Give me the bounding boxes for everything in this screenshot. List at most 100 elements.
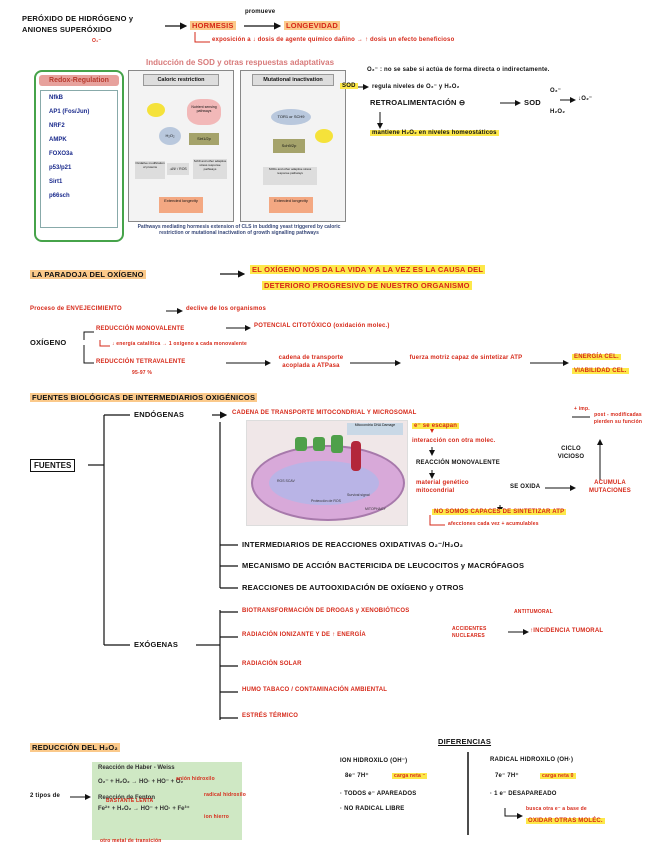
- sod-o2-down: ↓O₂⁻: [578, 95, 592, 102]
- redox-item: p53/p21: [49, 165, 109, 171]
- reduccion-mono-sub: ↓ energía catalítica → 1 oxígeno a cada …: [112, 341, 247, 347]
- acumula-mutaciones: ACUMULA MUTACIONES: [580, 479, 640, 495]
- reactions-box: Reacción de Haber - Weiss O₂⁻ + H₂O₂ → H…: [92, 762, 242, 840]
- fenton-note-2: otro metal de transición: [100, 838, 161, 844]
- reaccion-mono-label: REACCIÓN MONOVALENTE: [416, 460, 500, 466]
- mitochondria-figure: Mitocondria DNA Damage Protección de ROS…: [246, 420, 408, 526]
- hormesis-figure: Inducción de SOD y otras respuestas adap…: [30, 58, 348, 248]
- panel-caloric-restriction: Caloric restriction Nutrient sensing pat…: [128, 70, 234, 222]
- figure-title: Inducción de SOD y otras respuestas adap…: [130, 58, 350, 67]
- note-mantiene: mantiene H₂O₂ en niveles homeostáticos: [370, 130, 499, 136]
- promueve-label: promueve: [245, 9, 275, 15]
- left-node-5: Sch9 and other adaptive stress response …: [193, 159, 227, 179]
- no-somos-capaces: NO SOMOS CAPACES DE SINTETIZAR ATP: [432, 509, 566, 515]
- mito-label-0: Mitocondria DNA Damage: [347, 423, 403, 435]
- right-node-3: Extended longevity: [269, 197, 313, 213]
- exo-item-2: RADIACIÓN SOLAR: [242, 661, 302, 667]
- left-node-2: Sirt1/2p: [189, 133, 219, 145]
- left-node-0: Nutrient sensing pathways: [187, 99, 221, 125]
- complex-icon-1: [295, 437, 307, 451]
- haber-note-1: anión hidroxilo: [176, 776, 215, 782]
- ion-hidroxilo-title: ION HIDROXILO (OH⁻): [340, 757, 407, 764]
- redox-item: p66sch: [49, 193, 109, 199]
- viabilidad-cel: VIABILIDAD CEL.: [572, 368, 629, 374]
- haber-equation: O₂⁻ + H₂O₂ → HO· + HO⁻ + O₂: [92, 774, 242, 785]
- right-node-2: SODs and other adaptive stress response …: [263, 167, 317, 185]
- accidentes-label: ACCIDENTES NUCLEARES: [452, 626, 506, 640]
- panel-right-title: Mutational inactivation: [252, 74, 334, 86]
- endo-item-1: MECANISMO DE ACCIÓN BACTERICIDA DE LEUCO…: [242, 561, 524, 570]
- reduccion-title: REDUCCIÓN DEL H₂O₂: [30, 743, 120, 752]
- afecciones-label: afecciones cada vez + acumulables: [448, 521, 539, 527]
- longevidad-label: LONGEVIDAD: [284, 21, 340, 30]
- se-oxida: SE OXIDA: [510, 484, 540, 490]
- note-sod-regula: regula niveles de O₂⁻ y H₂O₂: [372, 83, 459, 90]
- radical-hidroxilo-1: 7e⁻ 7H⁺: [495, 772, 519, 779]
- haber-note-2: radical hidroxilo: [204, 792, 246, 798]
- paradoja-line1: EL OXÍGENO NOS DA LA VIDA Y A LA VEZ ES …: [250, 265, 485, 274]
- endogenas-label: ENDÓGENAS: [134, 410, 184, 419]
- radical-hidroxilo-1b: carga neta 0: [540, 773, 576, 779]
- top-left-line2: ANIONES SUPERÓXIDO: [22, 25, 112, 34]
- ion-hidroxilo-1b: carga neta ⁻: [392, 773, 427, 779]
- reduccion-monovalente: REDUCCIÓN MONOVALENTE: [96, 326, 184, 332]
- left-node-4: ↓ΔΨ / ROS: [167, 163, 189, 175]
- haber-title: Reacción de Haber - Weiss: [92, 762, 242, 774]
- exo-item-0: BIOTRANSFORMACIÓN DE DROGAS y XENOBIÓTIC…: [242, 608, 409, 614]
- endo-item-2: REACCIONES DE AUTOOXIDACIÓN DE OXÍGENO y…: [242, 583, 464, 592]
- ion-hidroxilo-1: 8e⁻ 7H⁺: [345, 772, 369, 779]
- redox-item: FOXO3a: [49, 151, 109, 157]
- note-sod: SOD: [340, 83, 358, 89]
- ciclo-vicioso: CICLO VICIOSO: [556, 445, 586, 461]
- paradoja-line2: DETERIORO PROGRESIVO DE NUESTRO ORGANISM…: [262, 281, 472, 290]
- mito-label-4: MITOPHAGY: [365, 507, 386, 511]
- right-node-1: Sch9/2p: [273, 139, 305, 153]
- retroalimentacion-label: RETROALIMENTACIÓN ⊖: [370, 98, 465, 107]
- exo-item-3: HUMO TABACO / CONTAMINACIÓN AMBIENTAL: [242, 687, 387, 693]
- ros-burst-icon-right: [315, 129, 333, 143]
- sod-h2o2: H₂O₂: [550, 109, 565, 115]
- ros-burst-icon: [147, 103, 165, 117]
- top-left-sub: O₂⁻: [92, 38, 101, 44]
- sod-label: SOD: [524, 98, 541, 107]
- reduccion-tipos: 2 tipos de: [30, 793, 60, 799]
- exogenas-label: EXÓGENAS: [134, 640, 178, 649]
- proceso-envejecimiento: Proceso de ENVEJECIMIENTO: [30, 306, 122, 312]
- left-node-6: Extended longevity: [159, 197, 203, 213]
- exo-item-4: ESTRÉS TÉRMICO: [242, 713, 298, 719]
- incidencia-label: ↑INCIDENCIA TUMORAL: [530, 628, 603, 634]
- top-left-line1: PERÓXIDO DE HIDRÓGENO y: [22, 14, 133, 23]
- radical-hidroxilo-3: busca otra e⁻ a base de: [526, 806, 587, 812]
- diferencias-title: DIFERENCIAS: [438, 737, 491, 746]
- hormesis-label: HORMESIS: [190, 21, 236, 30]
- redox-list: NfkBAP1 (Fos/Jun)NRF2AMPKFOXO3ap53/p21Si…: [40, 90, 118, 228]
- redox-title: Redox-Regulation: [39, 75, 119, 86]
- exo-item-1: RADIACIÓN IONIZANTE Y DE ↑ ENERGÍA: [242, 632, 366, 638]
- ion-hidroxilo-3: · NO RADICAL LIBRE: [340, 806, 405, 812]
- fuentes-title: FUENTES BIOLÓGICAS DE INTERMEDIARIOS OXI…: [30, 393, 257, 402]
- proceso-declive: declive de los organismos: [186, 306, 266, 312]
- redox-item: Sirt1: [49, 179, 109, 185]
- endo-item-0: INTERMEDIARIOS DE REACCIONES OXIDATIVAS …: [242, 540, 463, 549]
- potencial-citotoxico: POTENCIAL CITOTÓXICO (oxidación molec.): [254, 323, 390, 329]
- cadena-note: + imp.: [574, 406, 590, 412]
- right-node-0: TOR1 or SCH9: [271, 109, 311, 125]
- cadena-transporte: cadena de transporte acoplada a ATPasa: [274, 354, 348, 370]
- fuerza-motriz: fuerza motriz capaz de sintetizar ATP: [404, 354, 528, 362]
- paradoja-title: LA PARADOJA DEL OXÍGENO: [30, 270, 146, 279]
- radical-hidroxilo-4: OXIDAR OTRAS MOLÉC.: [526, 818, 605, 824]
- left-node-1: H₂O₂: [159, 127, 181, 145]
- radical-hidroxilo-title: RADICAL HIDROXILO (OH·): [490, 757, 573, 763]
- mito-label-2: ROS SCAV: [277, 479, 295, 483]
- panel-left-title: Caloric restriction: [143, 74, 219, 86]
- ion-hidroxilo-2: · TODOS e⁻ APAREADOS: [340, 790, 416, 797]
- redox-item: NRF2: [49, 123, 109, 129]
- fenton-note-1: ion hierro: [204, 814, 229, 820]
- mito-label-3: Survival signal: [347, 493, 370, 497]
- e-escapan: e⁻ se escapan: [412, 423, 459, 429]
- sod-o2: O₂⁻: [550, 87, 561, 94]
- panel-mutational-inactivation: Mutational inactivation TOR1 or SCH9 Sch…: [240, 70, 346, 222]
- hormesis-note: exposición a ↓ dosis de agente químico d…: [212, 37, 454, 43]
- interaccion-label: interacción con otra molec.: [412, 438, 495, 444]
